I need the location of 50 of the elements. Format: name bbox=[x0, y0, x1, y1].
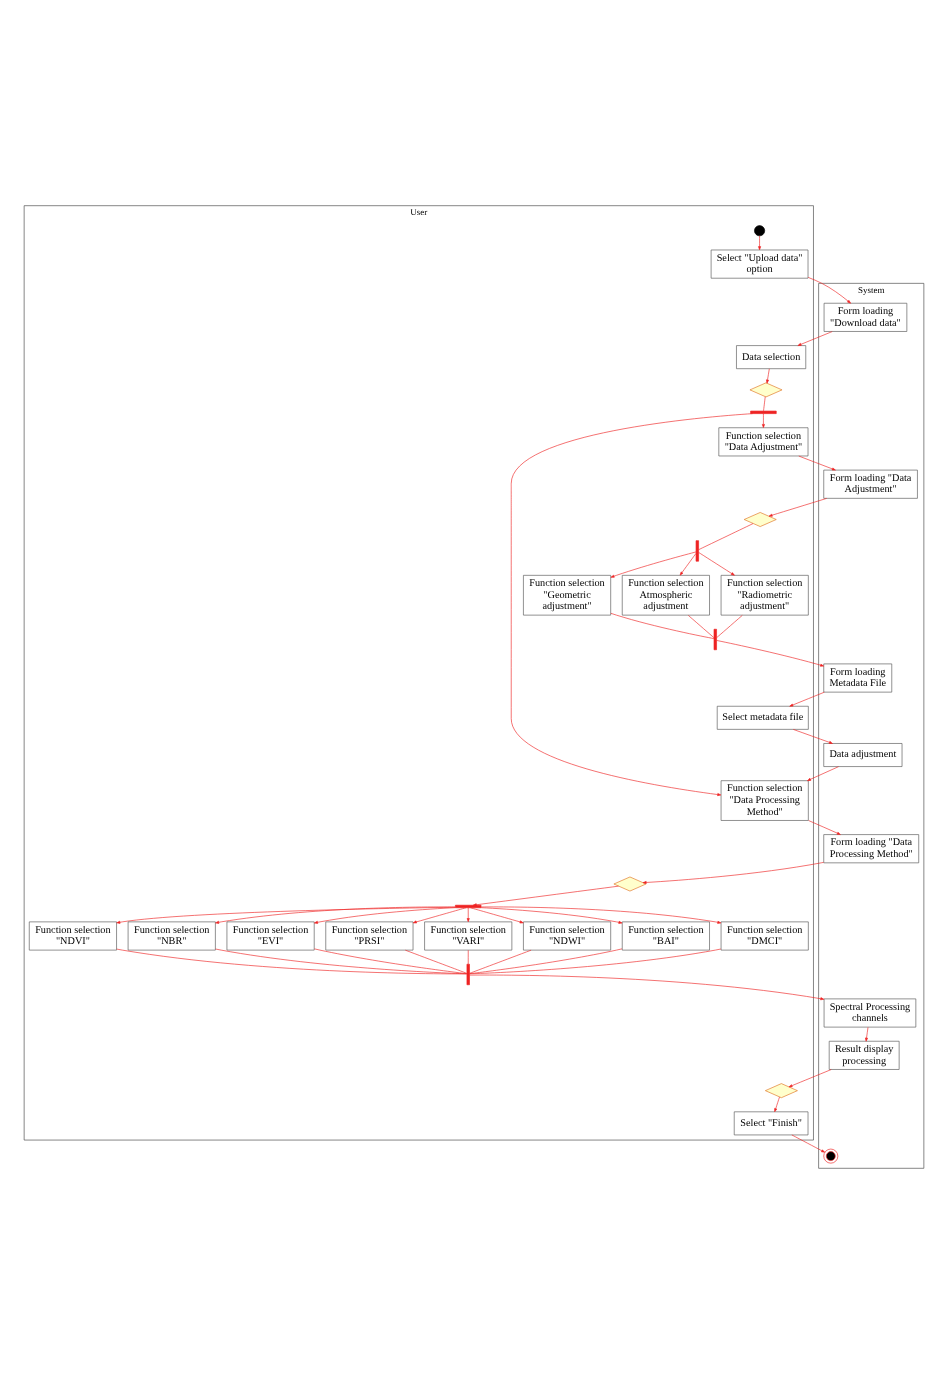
connector bbox=[716, 615, 743, 638]
arrow bbox=[807, 277, 851, 304]
arrow bbox=[412, 907, 467, 924]
connector bbox=[314, 948, 468, 974]
arrow bbox=[761, 413, 765, 428]
arrow bbox=[865, 1027, 869, 1042]
node-bar bbox=[713, 628, 717, 651]
connector bbox=[610, 612, 715, 639]
connector bbox=[405, 949, 467, 974]
arrow bbox=[610, 551, 697, 578]
arrow bbox=[807, 766, 839, 781]
arrow bbox=[116, 906, 456, 924]
node-bar bbox=[466, 963, 470, 986]
connector bbox=[215, 948, 467, 975]
arrow bbox=[469, 974, 825, 1001]
arrow bbox=[470, 907, 524, 924]
arrow bbox=[215, 906, 456, 924]
arrow bbox=[797, 331, 833, 346]
arrow bbox=[774, 1096, 780, 1113]
connector bbox=[763, 396, 766, 412]
arrow bbox=[472, 885, 619, 907]
connector bbox=[698, 523, 754, 550]
connector bbox=[116, 948, 468, 975]
connector bbox=[469, 948, 623, 974]
arrow bbox=[808, 820, 841, 835]
connector bbox=[469, 949, 532, 974]
arrow bbox=[466, 907, 470, 923]
arrow bbox=[510, 413, 753, 796]
arrow bbox=[480, 907, 623, 924]
connector bbox=[469, 948, 722, 975]
connector bbox=[467, 949, 469, 965]
arrow bbox=[480, 906, 722, 924]
arrow bbox=[768, 498, 827, 517]
arrow bbox=[716, 640, 824, 667]
arrow bbox=[642, 862, 824, 884]
arrow bbox=[698, 552, 735, 576]
arrow bbox=[791, 1134, 826, 1153]
arrow bbox=[758, 235, 761, 251]
arrow bbox=[766, 368, 770, 384]
node-bar bbox=[750, 410, 777, 414]
arrow bbox=[679, 553, 697, 576]
arrow bbox=[789, 691, 825, 707]
arrow bbox=[793, 729, 833, 744]
arrow bbox=[798, 455, 836, 471]
node-circle bbox=[754, 225, 766, 237]
arrow bbox=[788, 1069, 832, 1088]
node-diamond bbox=[749, 382, 783, 398]
connector bbox=[687, 615, 715, 638]
node-bar bbox=[695, 540, 699, 562]
arrow bbox=[314, 907, 456, 924]
